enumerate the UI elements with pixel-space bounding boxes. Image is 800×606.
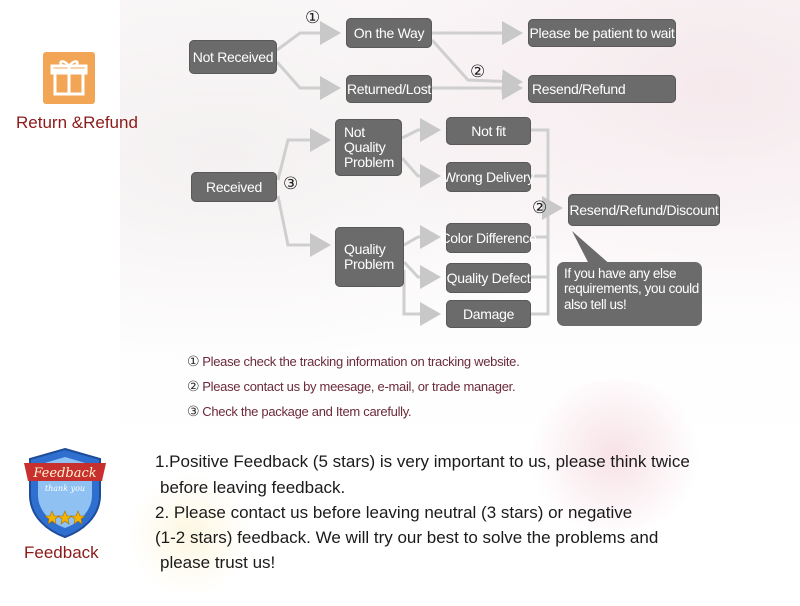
returned-lost-box: Returned/Lost: [346, 75, 432, 103]
received-box: Received: [191, 172, 277, 202]
arrow-to-not-quality: [276, 128, 331, 181]
note-1-text: Please check the tracking information on…: [202, 354, 520, 369]
feedback-line-1: 1.Positive Feedback (5 stars) is very im…: [155, 452, 690, 471]
arrow-to-on-the-way: [276, 21, 341, 52]
arrow-to-returned-lost: [275, 61, 341, 100]
badge-title: Feedback: [32, 466, 96, 481]
note-3-number: ③: [187, 404, 200, 420]
note-3-text: Check the package and Item carefully.: [202, 404, 412, 419]
resend-refund-box: Resend/Refund: [528, 75, 676, 103]
resend-refund-discount-box: Resend/Refund/Discount: [568, 194, 720, 226]
collector-line: [531, 128, 550, 316]
note-1-number: ①: [187, 354, 200, 370]
feedback-label: Feedback: [24, 543, 99, 562]
marker-2-top: ②: [470, 62, 486, 82]
feedback-line-3: 2. Please contact us before leaving neut…: [155, 503, 633, 522]
quality-defect-box: Quality Defect: [446, 263, 531, 293]
arrow-to-quality: [276, 195, 331, 257]
arrow-to-damage: [402, 270, 441, 326]
return-refund-label: Return &Refund: [16, 113, 138, 132]
on-the-way-box: On the Way: [346, 18, 432, 48]
arrow-to-color-diff: [403, 225, 441, 249]
marker-1: ①: [305, 8, 321, 28]
arrow-cross-on-the-way: [430, 38, 523, 94]
note-2-number: ②: [187, 379, 200, 395]
quality-problem-box: Quality Problem: [335, 227, 404, 287]
arrow-to-wrong-delivery: [400, 157, 441, 188]
marker-2-bottom: ②: [532, 198, 548, 218]
feedback-line-2: before leaving feedback.: [160, 478, 346, 497]
requirements-speech-bubble: If you have any else requirements, you c…: [557, 262, 702, 326]
arrow-to-not-fit: [401, 118, 441, 142]
badge-subtitle: thank you: [45, 484, 85, 493]
marker-3: ③: [283, 174, 299, 194]
feedback-shield-icon: Feedback thank you: [24, 447, 106, 539]
color-difference-box: Color Difference: [440, 223, 537, 253]
bubble-tail: [572, 231, 612, 266]
feedback-line-5: please trust us!: [160, 553, 276, 572]
decorative-pink-blob: [520, 380, 710, 530]
please-wait-box: Please be patient to wait: [528, 19, 676, 47]
wrong-delivery-box: Wrong Delivery: [443, 162, 534, 192]
arrow-to-quality-defect: [402, 260, 441, 289]
not-received-box: Not Received: [189, 40, 277, 74]
not-quality-problem-box: Not Quality Problem: [335, 119, 402, 176]
not-fit-box: Not fit: [446, 117, 531, 145]
decorative-yellow-blob: [130, 470, 250, 600]
feedback-line-4: (1-2 stars) feedback. We will try our be…: [155, 528, 659, 547]
damage-box: Damage: [446, 300, 531, 328]
note-2-text: Please contact us by meesage, e-mail, or…: [202, 379, 516, 394]
gift-box-icon: [43, 52, 95, 104]
